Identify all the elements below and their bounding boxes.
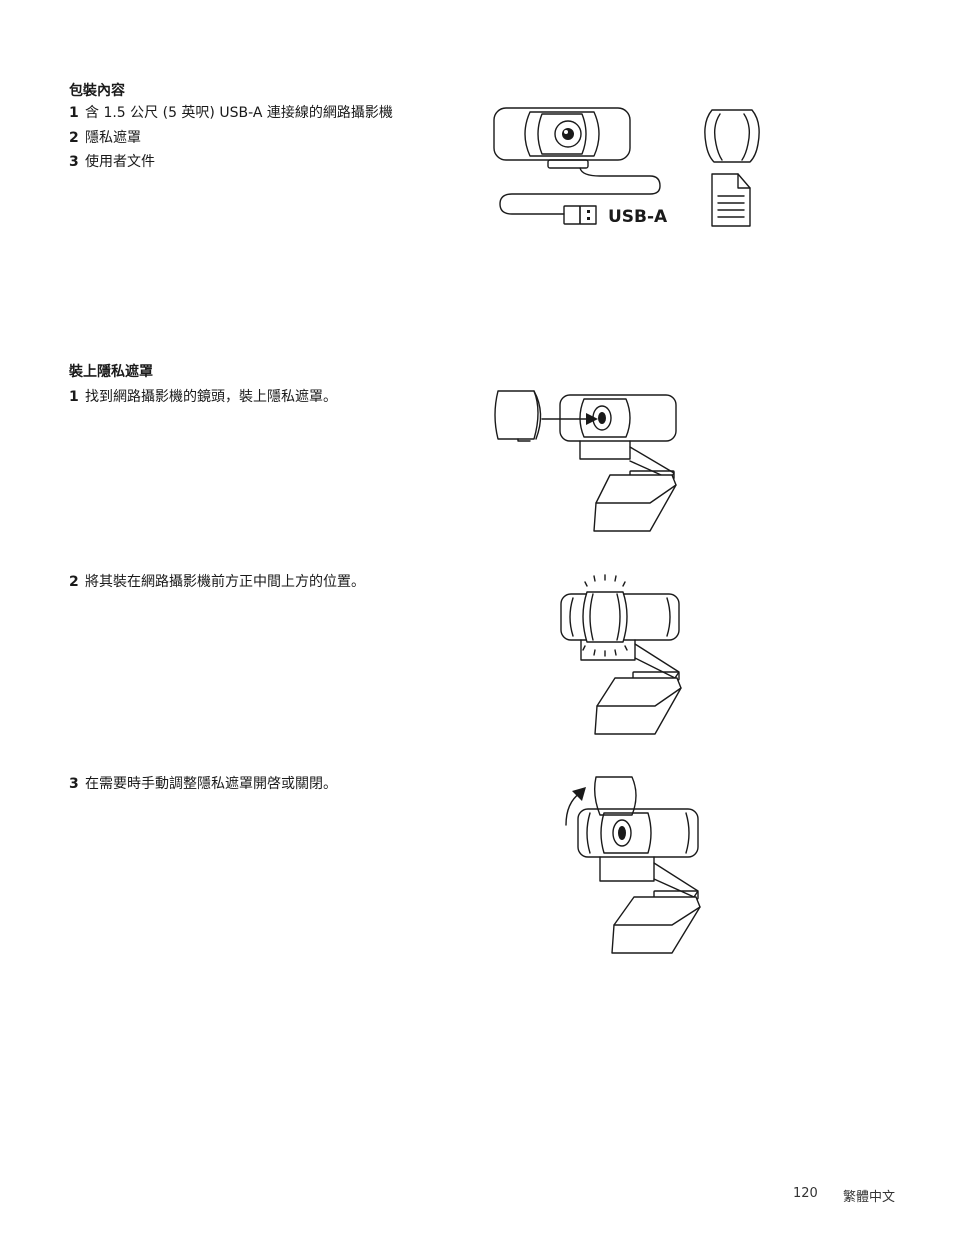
package-item-text: 含 1.5 公尺 (5 英呎) USB-A 連接線的網路攝影機 (85, 105, 393, 121)
step-text: 找到網路攝影機的鏡頭，裝上隱私遮罩。 (85, 389, 337, 405)
install-step-3: 3 在需要時手動調整隱私遮罩開啓或關閉。 (69, 775, 337, 793)
click-indicator-icon (582, 574, 628, 657)
step-3-illustration (560, 775, 705, 957)
package-item-1: 1 含 1.5 公尺 (5 英呎) USB-A 連接線的網路攝影機 (69, 104, 393, 122)
step-number: 3 (69, 776, 79, 792)
webcam-icon (493, 107, 631, 169)
rotate-arrow-icon (565, 787, 586, 826)
step-text: 將其裝在網路攝影機前方正中間上方的位置。 (85, 574, 365, 590)
step-1-illustration (490, 385, 690, 540)
package-item-text: 隱私遮罩 (85, 130, 141, 146)
package-item-text: 使用者文件 (85, 154, 155, 170)
package-item-2: 2 隱私遮罩 (69, 129, 141, 147)
package-contents-title: 包裝內容 (69, 83, 125, 99)
webcam-with-open-shutter-icon (577, 776, 701, 954)
install-step-2: 2 將其裝在網路攝影機前方正中間上方的位置。 (69, 573, 365, 591)
package-item-number: 2 (69, 130, 79, 146)
step-number: 2 (69, 574, 79, 590)
privacy-shutter-icon (704, 109, 760, 163)
package-item-number: 3 (69, 154, 79, 170)
install-shutter-title: 裝上隱私遮罩 (69, 364, 153, 380)
step-number: 1 (69, 389, 79, 405)
language-label: 繁體中文 (843, 1190, 896, 1205)
usb-a-label: USB-A (608, 207, 668, 227)
arrow-right-icon (541, 413, 598, 425)
package-contents-illustration: USB-A (490, 100, 770, 240)
webcam-with-shutter-icon (560, 591, 682, 735)
privacy-shutter-icon (494, 390, 542, 442)
install-step-1: 1 找到網路攝影機的鏡頭，裝上隱私遮罩。 (69, 388, 337, 406)
page-number: 120 (793, 1186, 818, 1201)
document-icon (711, 173, 751, 227)
usb-cable-icon (499, 167, 661, 225)
package-item-3: 3 使用者文件 (69, 153, 155, 171)
package-item-number: 1 (69, 105, 79, 121)
step-2-illustration (555, 572, 695, 742)
step-text: 在需要時手動調整隱私遮罩開啓或關閉。 (85, 776, 337, 792)
webcam-icon (559, 394, 677, 532)
